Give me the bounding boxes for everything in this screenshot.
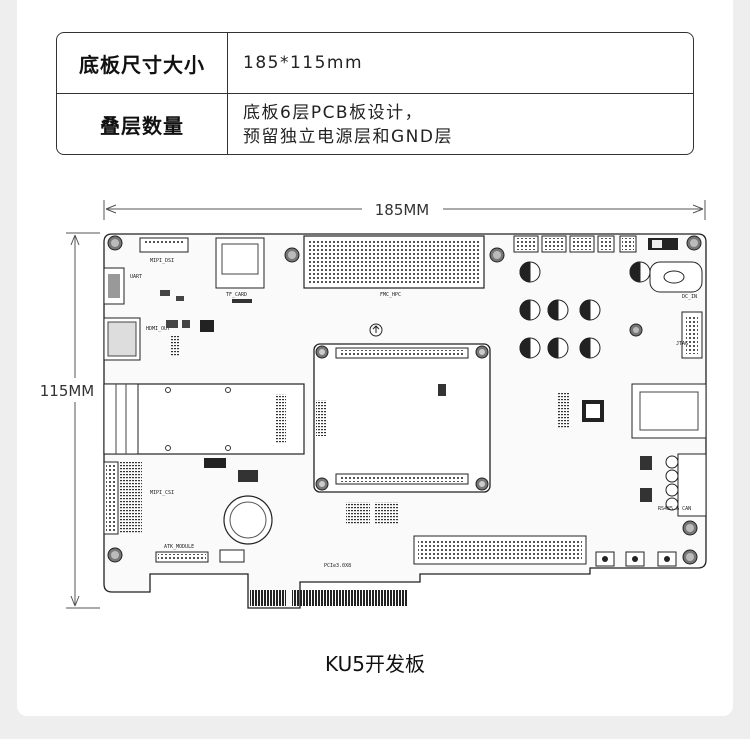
spec-value-layer-count: 底板6层PCB板设计， 预留独立电源层和GND层 <box>243 94 453 154</box>
spec-label-board-size: 底板尺寸大小 <box>57 33 228 93</box>
spec-value-line: 185*115mm <box>243 53 364 73</box>
spec-value-line: 预留独立电源层和GND层 <box>243 126 453 147</box>
spec-value-line: 底板6层PCB板设计， <box>243 102 424 123</box>
spec-label-layer-count: 叠层数量 <box>57 94 228 154</box>
spec-table: 底板尺寸大小 185*115mm 叠层数量 底板6层PCB板设计， 预留独立电源… <box>56 32 694 155</box>
spec-value-board-size: 185*115mm <box>243 33 363 93</box>
figure-caption: KU5开发板 <box>325 652 425 676</box>
spec-row-board-size: 底板尺寸大小 185*115mm <box>57 33 693 94</box>
spec-row-layer-count: 叠层数量 底板6层PCB板设计， 预留独立电源层和GND层 <box>57 94 693 154</box>
